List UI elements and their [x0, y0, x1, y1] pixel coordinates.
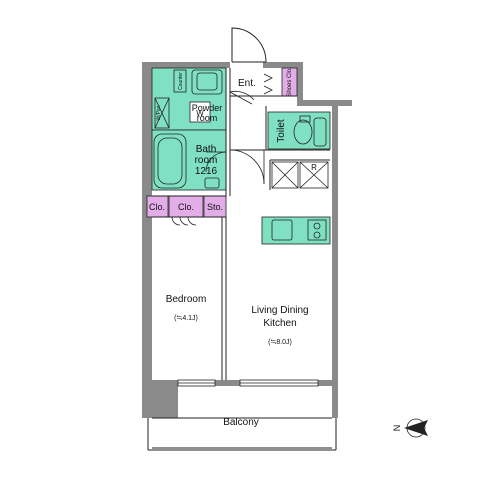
bath-door — [205, 151, 227, 173]
label-refrigerator: R — [311, 163, 317, 172]
closets — [146, 67, 298, 218]
label-powder-room-line2: room — [197, 113, 218, 123]
compass-arrow-icon — [404, 420, 428, 436]
compass: N — [392, 418, 428, 438]
outer-walls — [142, 62, 352, 418]
wall-left — [142, 62, 152, 418]
interior-lines — [147, 68, 337, 451]
label-balcony: Balcony — [223, 417, 259, 428]
wall-step-horizontal — [297, 100, 352, 106]
label-washer-pan: W/Pan — [156, 105, 162, 120]
shoes-closet-doors — [263, 73, 273, 95]
label-bedroom: Bedroom — [166, 294, 207, 305]
toilet-door — [229, 149, 265, 185]
label-bedroom-size: (≒4.1J) — [174, 315, 198, 322]
label-ldk-line2: Kitchen — [263, 318, 296, 329]
label-bath-line3: 1216 — [195, 166, 218, 177]
kitchen-counter — [261, 216, 331, 245]
label-washer: W — [196, 109, 204, 118]
label-closet-1: Clo. — [149, 202, 165, 212]
entrance-door — [231, 27, 267, 63]
label-counter: Counter — [178, 72, 184, 90]
wet-areas — [151, 67, 331, 245]
compass-label: N — [392, 425, 402, 432]
wall-top-left — [142, 62, 230, 68]
wall-step-vertical — [297, 62, 303, 102]
label-storage: Sto. — [207, 202, 223, 212]
label-toilet: Toilet — [276, 119, 287, 143]
powder-door — [229, 91, 255, 105]
wall-right — [332, 100, 338, 418]
label-shoes-closet: Shoes Clo. — [287, 67, 293, 97]
label-entrance: Ent. — [238, 78, 256, 89]
label-closet-2: Clo. — [178, 202, 194, 212]
label-bath-line1: Bath — [196, 144, 217, 155]
wall-top-right — [263, 62, 301, 68]
label-ldk-size: (≒8.0J) — [268, 339, 292, 346]
wall-bottom-left — [142, 380, 178, 418]
label-bath-line2: room — [195, 155, 218, 166]
wall-bottom-right — [318, 380, 338, 386]
label-ldk-line1: Living Dining — [251, 305, 308, 316]
wall-bottom-mid — [215, 380, 240, 386]
fixtures — [153, 69, 329, 387]
label-powder-room-line1: Powder — [192, 103, 223, 113]
